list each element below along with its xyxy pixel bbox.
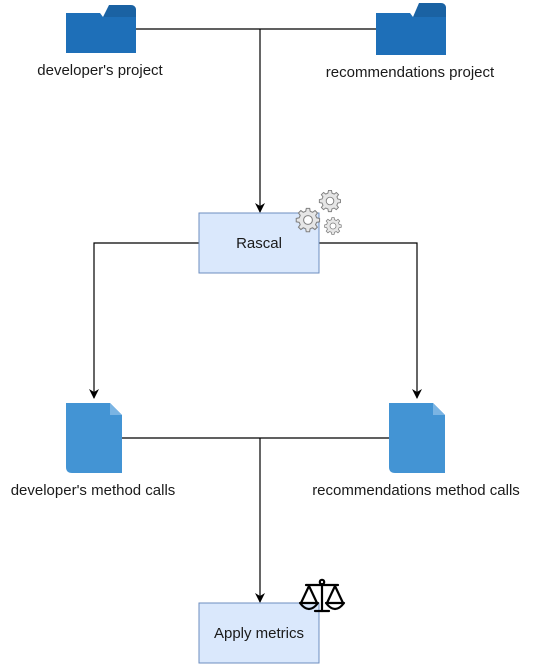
gears-icon: [295, 189, 342, 235]
edges: [89, 28, 422, 603]
scales-icon: [298, 578, 346, 613]
developers-method-calls-label: developer's method calls: [11, 482, 176, 499]
recommendations-method-calls-node[interactable]: recommendations method calls: [312, 403, 520, 499]
recommendations-method-calls-label: recommendations method calls: [312, 482, 520, 499]
edge-rascal-to-rec-calls: [319, 242, 422, 399]
recommendations-project-label: recommendations project: [326, 64, 495, 81]
recommendations-project-node[interactable]: recommendations project: [326, 3, 495, 81]
developers-project-label: developer's project: [37, 62, 163, 79]
folder-icon: [66, 5, 136, 53]
apply-metrics-process-node[interactable]: Apply metrics: [198, 578, 346, 664]
document-icon: [389, 403, 445, 473]
apply-metrics-label: Apply metrics: [214, 625, 304, 642]
rascal-label: Rascal: [236, 235, 282, 252]
developers-method-calls-node[interactable]: developer's method calls: [11, 403, 176, 499]
folder-icon: [376, 3, 446, 55]
document-icon: [66, 403, 122, 473]
developers-project-node[interactable]: developer's project: [37, 5, 164, 79]
edge-rascal-to-dev-calls: [89, 242, 199, 399]
rascal-process-node[interactable]: Rascal: [198, 189, 342, 274]
apply-metrics-box: [198, 602, 320, 664]
